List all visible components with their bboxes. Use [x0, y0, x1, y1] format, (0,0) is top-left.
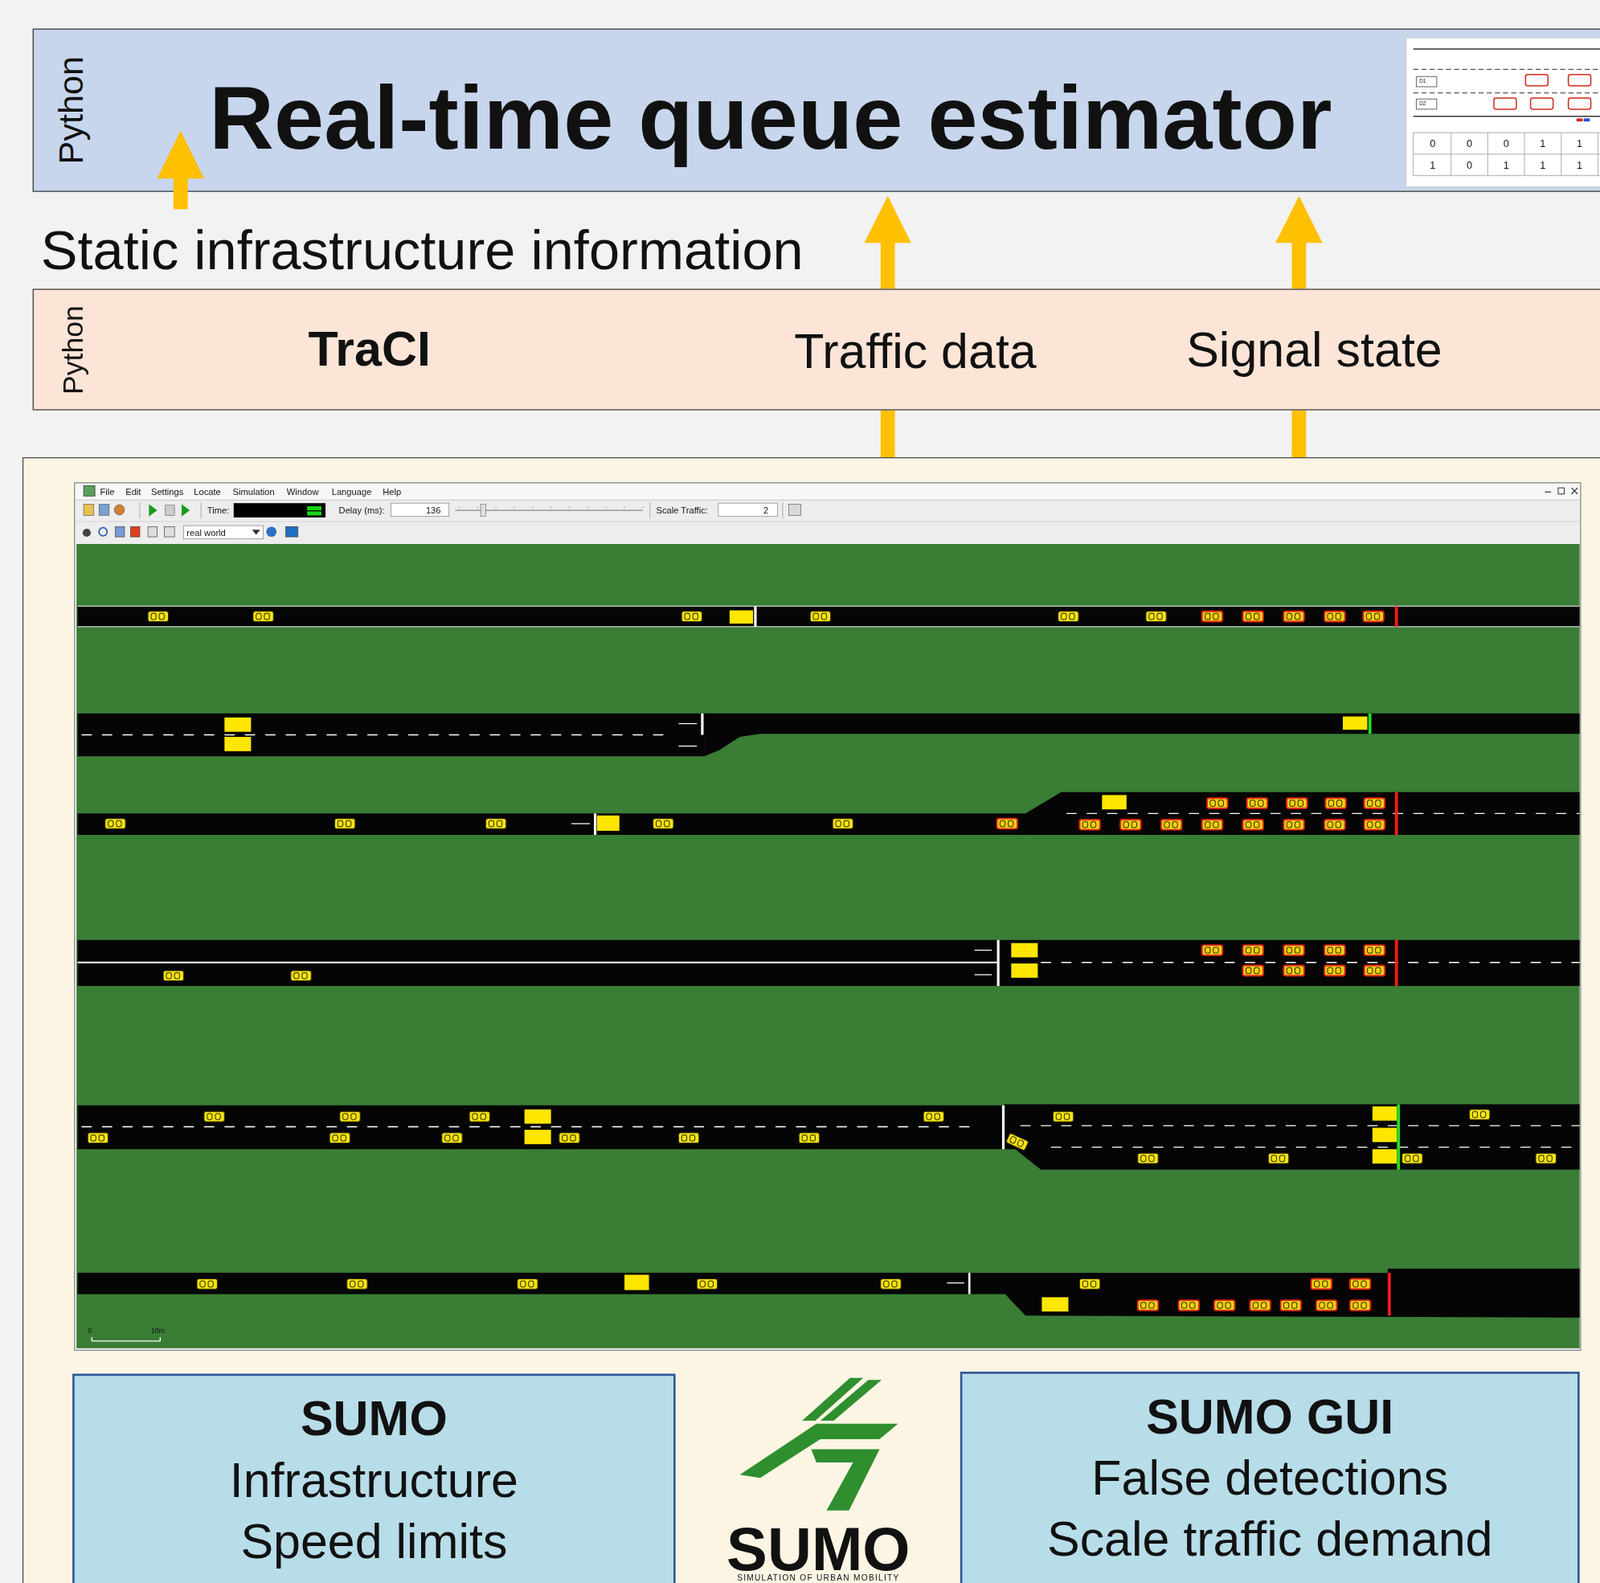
arrow-head [1275, 196, 1322, 243]
language-tag: Python [57, 305, 91, 395]
module-title: TraCI [307, 320, 430, 377]
table-cell: 0 [1466, 138, 1473, 151]
toolbar-label: Scale Traffic: [655, 505, 708, 516]
module-title: Real-time queue estimator [208, 65, 1332, 170]
feature-box: SUMO GUIFalse detectionsScale traffic de… [960, 1371, 1580, 1583]
road-4 [77, 940, 1580, 987]
feature-box: SUMOInfrastructureSpeed limits [72, 1374, 676, 1583]
arrow-shaft [1292, 410, 1307, 458]
table-cell: 1 [1539, 138, 1546, 151]
queue-thumbnail [1406, 37, 1600, 187]
table-cell: 1 [1503, 159, 1510, 172]
arrow-shaft [1292, 241, 1307, 290]
python-module-band: Python Real-time queue estimator [32, 28, 1600, 193]
table-cell: 1 [1576, 159, 1583, 172]
arrow-head [863, 196, 911, 243]
scale-label: 0 [87, 1326, 92, 1335]
box-item: Infrastructure [229, 1452, 519, 1509]
arrow-shaft [880, 241, 896, 290]
toolbar-label: Time: [207, 505, 230, 516]
table-cell: 1 [1576, 138, 1583, 151]
box-heading: SUMO GUI [1145, 1388, 1394, 1445]
logo-tagline: SIMULATION OF URBAN MOBILITY [736, 1573, 900, 1583]
sumo-logo [740, 1378, 899, 1511]
simulator-container: SUMOInfrastructureSpeed limitsSUMO GUIFa… [22, 457, 1600, 1583]
data-stream-label: Traffic data [793, 323, 1037, 380]
table-cell: 0 [1466, 159, 1473, 172]
menu-item: Locate [193, 486, 221, 498]
road-1 [77, 605, 1580, 627]
dropdown-value: real world [186, 527, 226, 539]
table-cell: 1 [1429, 159, 1436, 172]
data-stream-label: Signal state [1186, 322, 1442, 379]
python-module-band: Python TraCI Traffic data Signal state [32, 288, 1600, 410]
road-3 [77, 792, 1580, 835]
road-6 [77, 1268, 1580, 1318]
menu-item: Settings [151, 486, 184, 498]
logo-wordmark: SUMO [726, 1514, 911, 1583]
box-item: Scale traffic demand [1047, 1510, 1493, 1568]
table-cell: 0 [1503, 138, 1510, 151]
flow-arrow [863, 196, 911, 290]
road-5 [77, 1104, 1580, 1170]
scale-bar [91, 1337, 160, 1342]
menu-item: Simulation [233, 486, 275, 498]
scale-label: 10m [151, 1326, 165, 1335]
flow-arrow [1298, 410, 1300, 458]
flow-arrow [887, 410, 888, 458]
menu-item: Help [382, 486, 402, 498]
language-tag: Python [51, 56, 92, 164]
flow-arrow [1275, 196, 1322, 290]
detector-tag: D1 [1419, 78, 1426, 85]
input-value: 136 [425, 505, 442, 516]
menu-item: Language [331, 486, 373, 498]
table-cell: 1 [1539, 159, 1546, 172]
road-2 [77, 713, 1580, 757]
input-value: 2 [763, 505, 769, 516]
box-item: Speed limits [240, 1513, 508, 1570]
box-heading: SUMO [300, 1390, 448, 1447]
menu-item: File [99, 486, 115, 498]
static-info-arrow [157, 130, 205, 210]
flow-label: Static infrastructure information [40, 218, 804, 283]
detector-tag: D2 [1419, 101, 1426, 107]
arrow-shaft [880, 410, 896, 458]
menu-item: Window [286, 486, 320, 498]
toolbar-label: Delay (ms): [339, 505, 385, 516]
box-item: False detections [1091, 1449, 1449, 1506]
menu-item: Edit [125, 486, 141, 498]
table-cell: 0 [1429, 138, 1436, 151]
